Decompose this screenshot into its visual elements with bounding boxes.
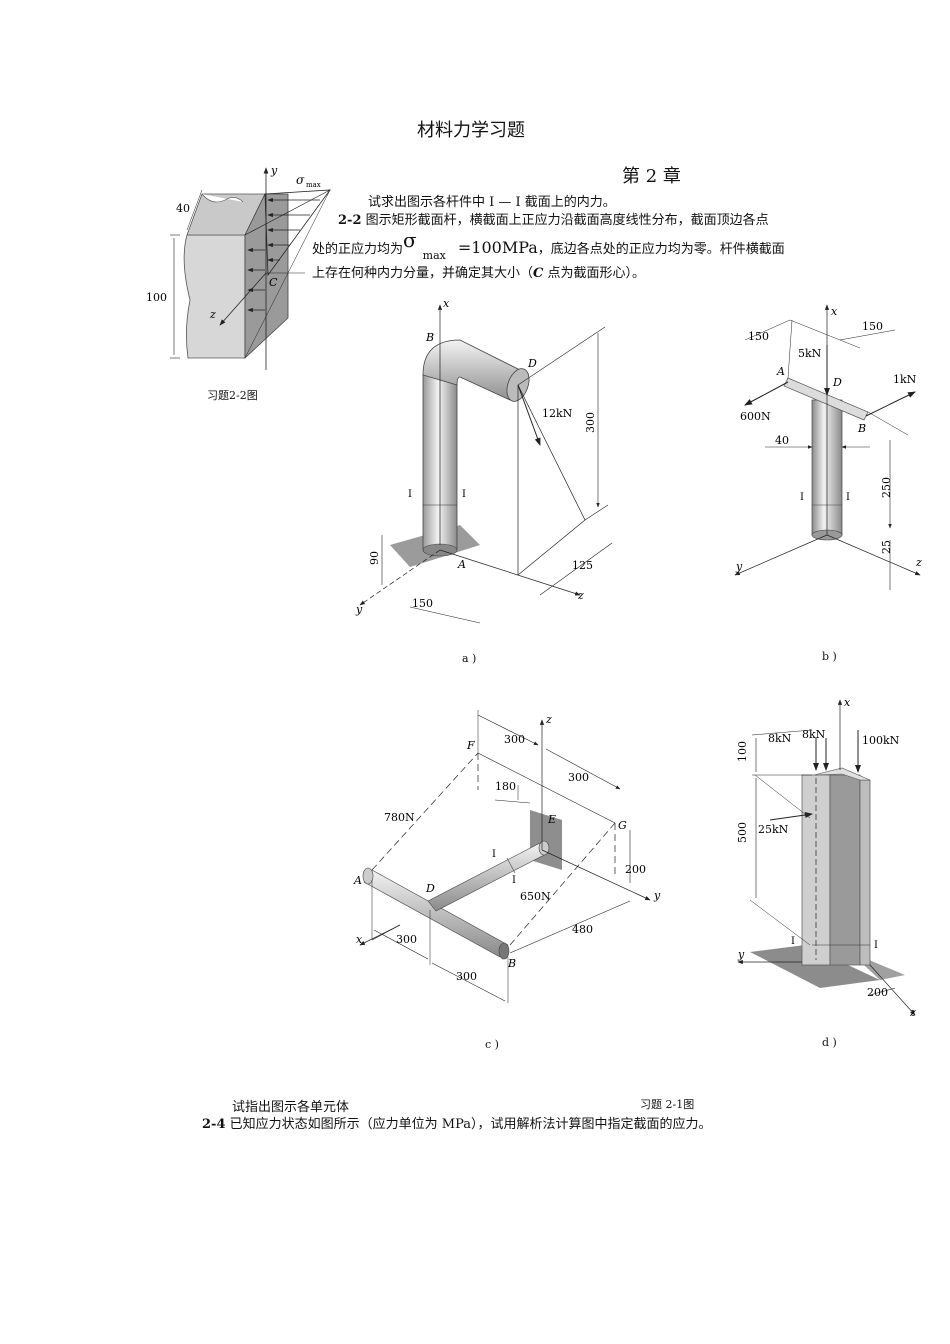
- dim-500: 500: [736, 822, 749, 843]
- problem-2-2-line3: 上存在何种内力分量，并确定其大小（C 点为截面形心）。: [312, 262, 645, 281]
- section-right: I: [874, 940, 878, 951]
- figure-c-caption: c ): [485, 1038, 499, 1051]
- force-8kn-a: 8kN: [768, 732, 792, 745]
- problem-text: 已知应力状态如图所示（应力单位为 MPa），试用解析法计算图中指定截面的应力。: [229, 1117, 712, 1132]
- label-x: x: [844, 696, 851, 709]
- label-b: B: [507, 957, 516, 970]
- section-left: I: [800, 492, 804, 503]
- problem-2-1-statement: 试求出图示各杆件中 I — I 截面上的内力。: [368, 195, 616, 210]
- page-title: 材料力学习题: [417, 120, 525, 141]
- figure-a-caption: a ): [462, 652, 477, 665]
- label-z: z: [909, 1006, 916, 1019]
- label-d: D: [832, 376, 842, 389]
- problem-2-3-statement: 试指出图示各单元体: [232, 1100, 350, 1115]
- problem-number: 2-4: [202, 1117, 226, 1132]
- section-right: I: [846, 492, 850, 503]
- problem-text: 图示矩形截面杆，横截面上正应力沿截面高度线性分布，截面顶边各点: [365, 213, 769, 228]
- label-d: D: [425, 882, 435, 895]
- dim-150-left: 150: [748, 330, 769, 343]
- problem-2-2-line2: 处的正应力均为σmax =100MPa，底边各点处的正应力均为零。杆件横截面: [312, 228, 785, 262]
- figure-2-1-a: x B D 12kN 300 I I A 125 z 90 y 150: [355, 297, 613, 624]
- dim-200: 200: [625, 863, 646, 876]
- section-left: I: [408, 489, 412, 500]
- label-z: z: [915, 556, 922, 569]
- label-x: x: [356, 933, 363, 946]
- force-5kn: 5kN: [798, 347, 822, 360]
- label-y: y: [653, 889, 661, 902]
- dim-100: 100: [146, 291, 167, 304]
- dim-300-a: 300: [504, 733, 525, 746]
- label-y: y: [355, 603, 363, 616]
- force-1kn: 1kN: [893, 373, 917, 386]
- section-right: I: [512, 875, 516, 886]
- label-z: z: [577, 589, 584, 602]
- problem-text: 点为截面形心）。: [543, 266, 646, 281]
- force-25kn: 25kN: [758, 823, 789, 836]
- figure-2-1-c: z F 300 300 180 780N E G I I 200 A D 650…: [353, 710, 661, 1003]
- problem-text: 上存在何种内力分量，并确定其大小（: [312, 266, 534, 281]
- label-e: E: [547, 813, 556, 826]
- dim-200: 200: [867, 986, 888, 999]
- figure-b-caption: b ): [822, 650, 837, 663]
- label-b: B: [857, 422, 866, 435]
- label-sigma-max-sub: max: [306, 181, 321, 189]
- dim-300-b: 300: [568, 771, 589, 784]
- dim-25: 25: [880, 540, 893, 554]
- force-100kn: 100kN: [862, 734, 900, 747]
- dim-250: 250: [880, 477, 893, 498]
- sigma-subscript: max: [422, 249, 446, 262]
- figure-2-1-b: x 150 150 5kN A D 1kN 600N B 40 250 I I …: [734, 304, 922, 590]
- chapter-heading: 第 2 章: [622, 166, 681, 187]
- force-650n: 650N: [520, 890, 551, 903]
- dim-100: 100: [736, 741, 749, 762]
- point-c: C: [533, 266, 544, 281]
- label-g: G: [618, 819, 627, 832]
- force-780n: 780N: [384, 811, 415, 824]
- figure-2-2-caption: 习题2-2图: [207, 389, 258, 402]
- label-sigma-max: σ: [296, 173, 305, 187]
- force-600n: 600N: [740, 410, 771, 423]
- sigma-value: =100MPa: [457, 238, 538, 257]
- label-y: y: [737, 948, 745, 961]
- force-8kn-b: 8kN: [802, 728, 826, 741]
- label-x: x: [831, 305, 838, 318]
- problem-text: 处的正应力均为: [312, 242, 404, 257]
- dim-150-right: 150: [862, 320, 883, 333]
- figure-d-caption: d ): [822, 1036, 837, 1049]
- problem-text: ，底边各点处的正应力均为零。杆件横截面: [537, 242, 785, 257]
- force-12kn: 12kN: [542, 407, 573, 420]
- problem-number: 2-2: [338, 213, 362, 228]
- section-left: I: [791, 936, 795, 947]
- problem-2-4-line: 2-4 已知应力状态如图所示（应力单位为 MPa），试用解析法计算图中指定截面的…: [202, 1113, 712, 1132]
- section-right: I: [462, 489, 466, 500]
- figure-2-1-d: x 8kN 8kN 100kN 100 500 25kN I I y 200 z: [736, 696, 916, 1019]
- label-x: x: [443, 297, 450, 310]
- dim-90: 90: [368, 551, 381, 565]
- dim-40: 40: [775, 434, 789, 447]
- section-left: I: [492, 849, 496, 860]
- dim-480: 480: [572, 923, 593, 936]
- label-b: B: [425, 331, 434, 344]
- label-a: A: [353, 874, 362, 887]
- dim-125: 125: [572, 559, 593, 572]
- label-z: z: [209, 308, 216, 321]
- dim-180: 180: [495, 780, 516, 793]
- label-c: C: [269, 276, 278, 289]
- label-z: z: [545, 713, 552, 726]
- dim-150: 150: [412, 597, 433, 610]
- dim-300-d: 300: [456, 970, 477, 983]
- figure-2-2: y σ max 40 100 C z: [146, 164, 331, 370]
- dim-300: 300: [584, 412, 597, 433]
- label-y: y: [270, 164, 278, 177]
- label-a: A: [776, 365, 785, 378]
- label-a: A: [457, 558, 466, 571]
- sigma-symbol: σ: [403, 228, 417, 252]
- dim-40: 40: [176, 202, 190, 215]
- problem-2-2-line1: 2-2 图示矩形截面杆，横截面上正应力沿截面高度线性分布，截面顶边各点: [338, 209, 769, 228]
- label-y: y: [735, 560, 743, 573]
- dim-300-c: 300: [396, 933, 417, 946]
- label-d: D: [527, 357, 537, 370]
- figure-2-1-caption: 习题 2-1图: [640, 1098, 695, 1111]
- label-f: F: [466, 739, 475, 752]
